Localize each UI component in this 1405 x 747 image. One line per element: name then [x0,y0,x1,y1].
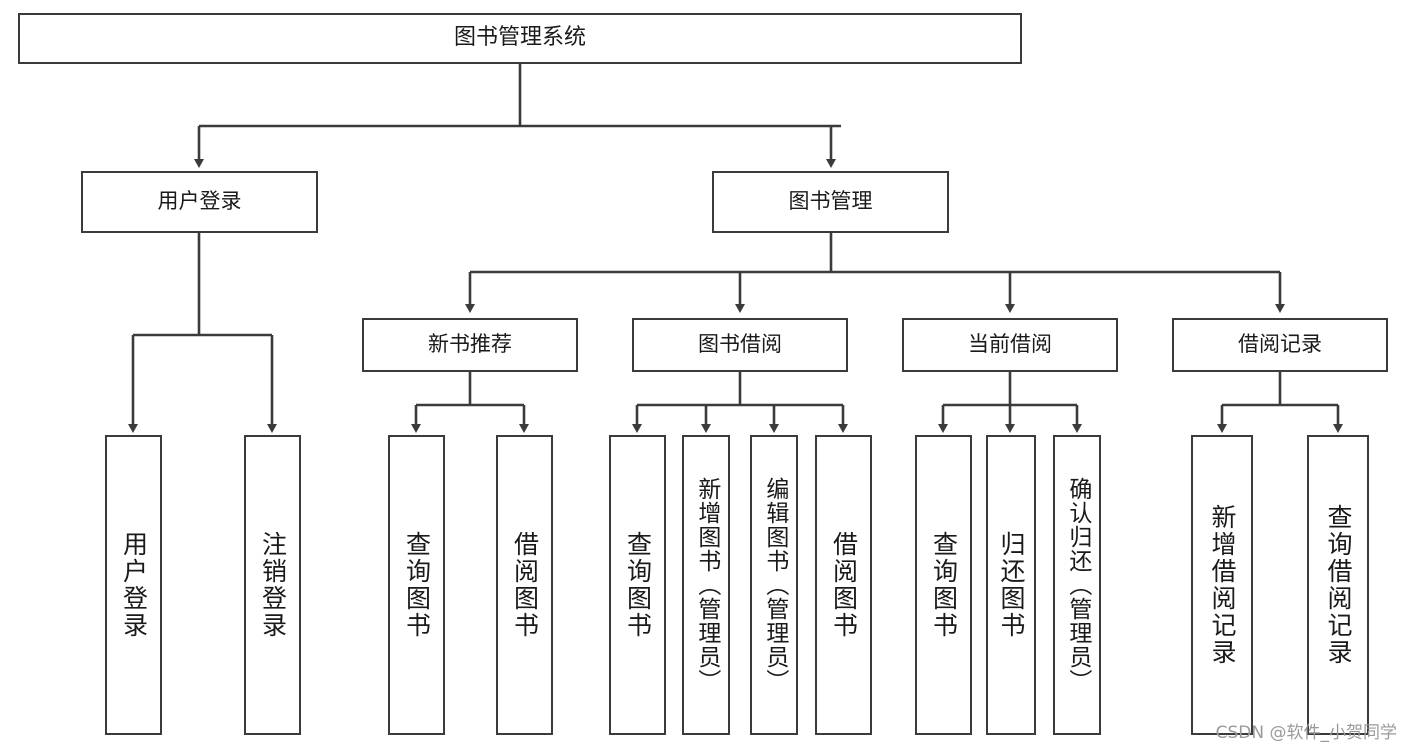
leaf-record-add-record[interactable]: 新增借阅记录 [1191,435,1253,735]
node-label: 查询借阅记录 [1324,504,1353,666]
node-label: 查询图书 [402,531,432,639]
node-label: 图书管理系统 [453,25,586,51]
node-label: 当前借阅 [968,332,1052,357]
leaf-borrow-add-book-admin[interactable]: 新增图书（管理员） [682,435,730,735]
node-label: 确认归还（管理员） [1064,477,1091,693]
leaf-user-login-logout[interactable]: 注销登录 [244,435,301,735]
node-label: 借阅图书 [510,531,540,639]
node-label: 用户登录 [157,189,242,214]
node-label: 图书管理 [788,189,873,214]
leaf-recommend-borrow-book[interactable]: 借阅图书 [496,435,553,735]
node-new-book-recommend[interactable]: 新书推荐 [362,318,578,372]
node-label: 编辑图书（管理员） [761,477,788,693]
node-label: 查询图书 [623,531,653,639]
leaf-record-query-record[interactable]: 查询借阅记录 [1307,435,1369,735]
node-label: 借阅记录 [1238,332,1322,357]
leaf-current-return-book[interactable]: 归还图书 [986,435,1036,735]
leaf-user-login-login[interactable]: 用户登录 [105,435,162,735]
node-label: 归还图书 [997,531,1026,639]
node-borrow-record[interactable]: 借阅记录 [1172,318,1388,372]
watermark-text: CSDN @软件_小贺同学 [1215,723,1397,743]
leaf-borrow-query-book[interactable]: 查询图书 [609,435,666,735]
leaf-current-confirm-return-admin[interactable]: 确认归还（管理员） [1053,435,1101,735]
node-label: 新书推荐 [428,332,512,357]
leaf-current-query-book[interactable]: 查询图书 [915,435,972,735]
node-label: 图书借阅 [698,332,782,357]
node-root-book-management-system[interactable]: 图书管理系统 [18,13,1022,64]
leaf-recommend-query-book[interactable]: 查询图书 [388,435,445,735]
node-label: 新增图书（管理员） [693,477,720,693]
node-label: 新增借阅记录 [1208,504,1237,666]
node-current-borrow[interactable]: 当前借阅 [902,318,1118,372]
node-label: 借阅图书 [829,531,859,639]
node-label: 用户登录 [119,531,149,639]
node-book-management[interactable]: 图书管理 [712,171,949,233]
node-label: 注销登录 [258,531,288,639]
node-label: 查询图书 [929,531,959,639]
node-book-borrow[interactable]: 图书借阅 [632,318,848,372]
leaf-borrow-borrow-book[interactable]: 借阅图书 [815,435,872,735]
leaf-borrow-edit-book-admin[interactable]: 编辑图书（管理员） [750,435,798,735]
node-user-login[interactable]: 用户登录 [81,171,318,233]
